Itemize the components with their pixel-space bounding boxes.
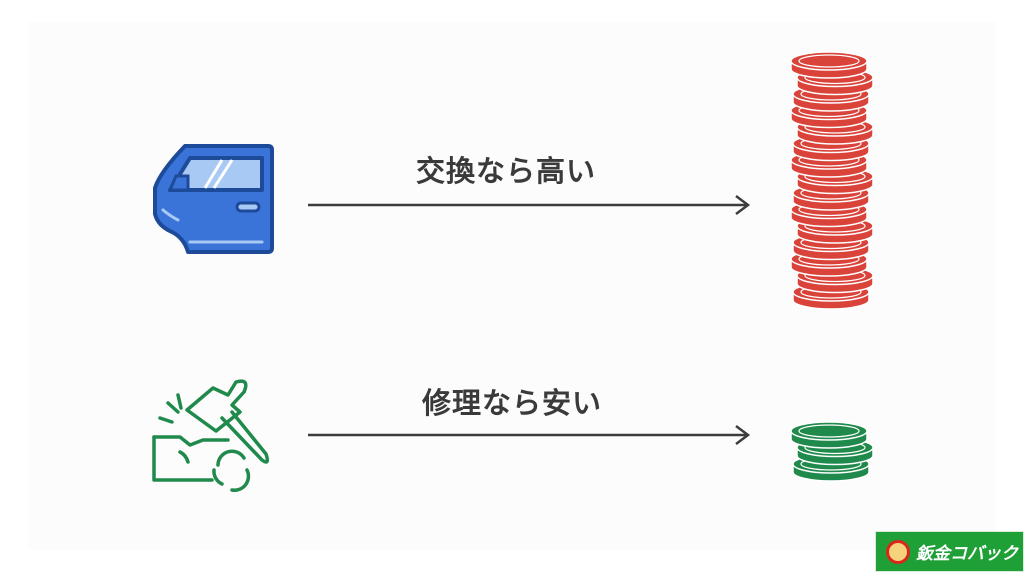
logo-text: 鈑金コバック bbox=[916, 544, 1018, 564]
arrow-head-icon bbox=[735, 195, 751, 215]
coin bbox=[790, 421, 868, 449]
arrow-head-icon bbox=[735, 425, 751, 445]
mascot-icon bbox=[886, 539, 910, 564]
label-repair-cheap: 修理なら安い bbox=[422, 386, 603, 420]
car-door-icon bbox=[153, 144, 274, 254]
logo: 鈑金コバック bbox=[875, 531, 1024, 572]
coin bbox=[790, 51, 868, 79]
coin-stack-expensive bbox=[790, 51, 874, 310]
coin-stack-cheap bbox=[790, 421, 874, 482]
hammer-repair-icon bbox=[152, 379, 270, 492]
label-replace-expensive: 交換なら高い bbox=[416, 154, 597, 188]
